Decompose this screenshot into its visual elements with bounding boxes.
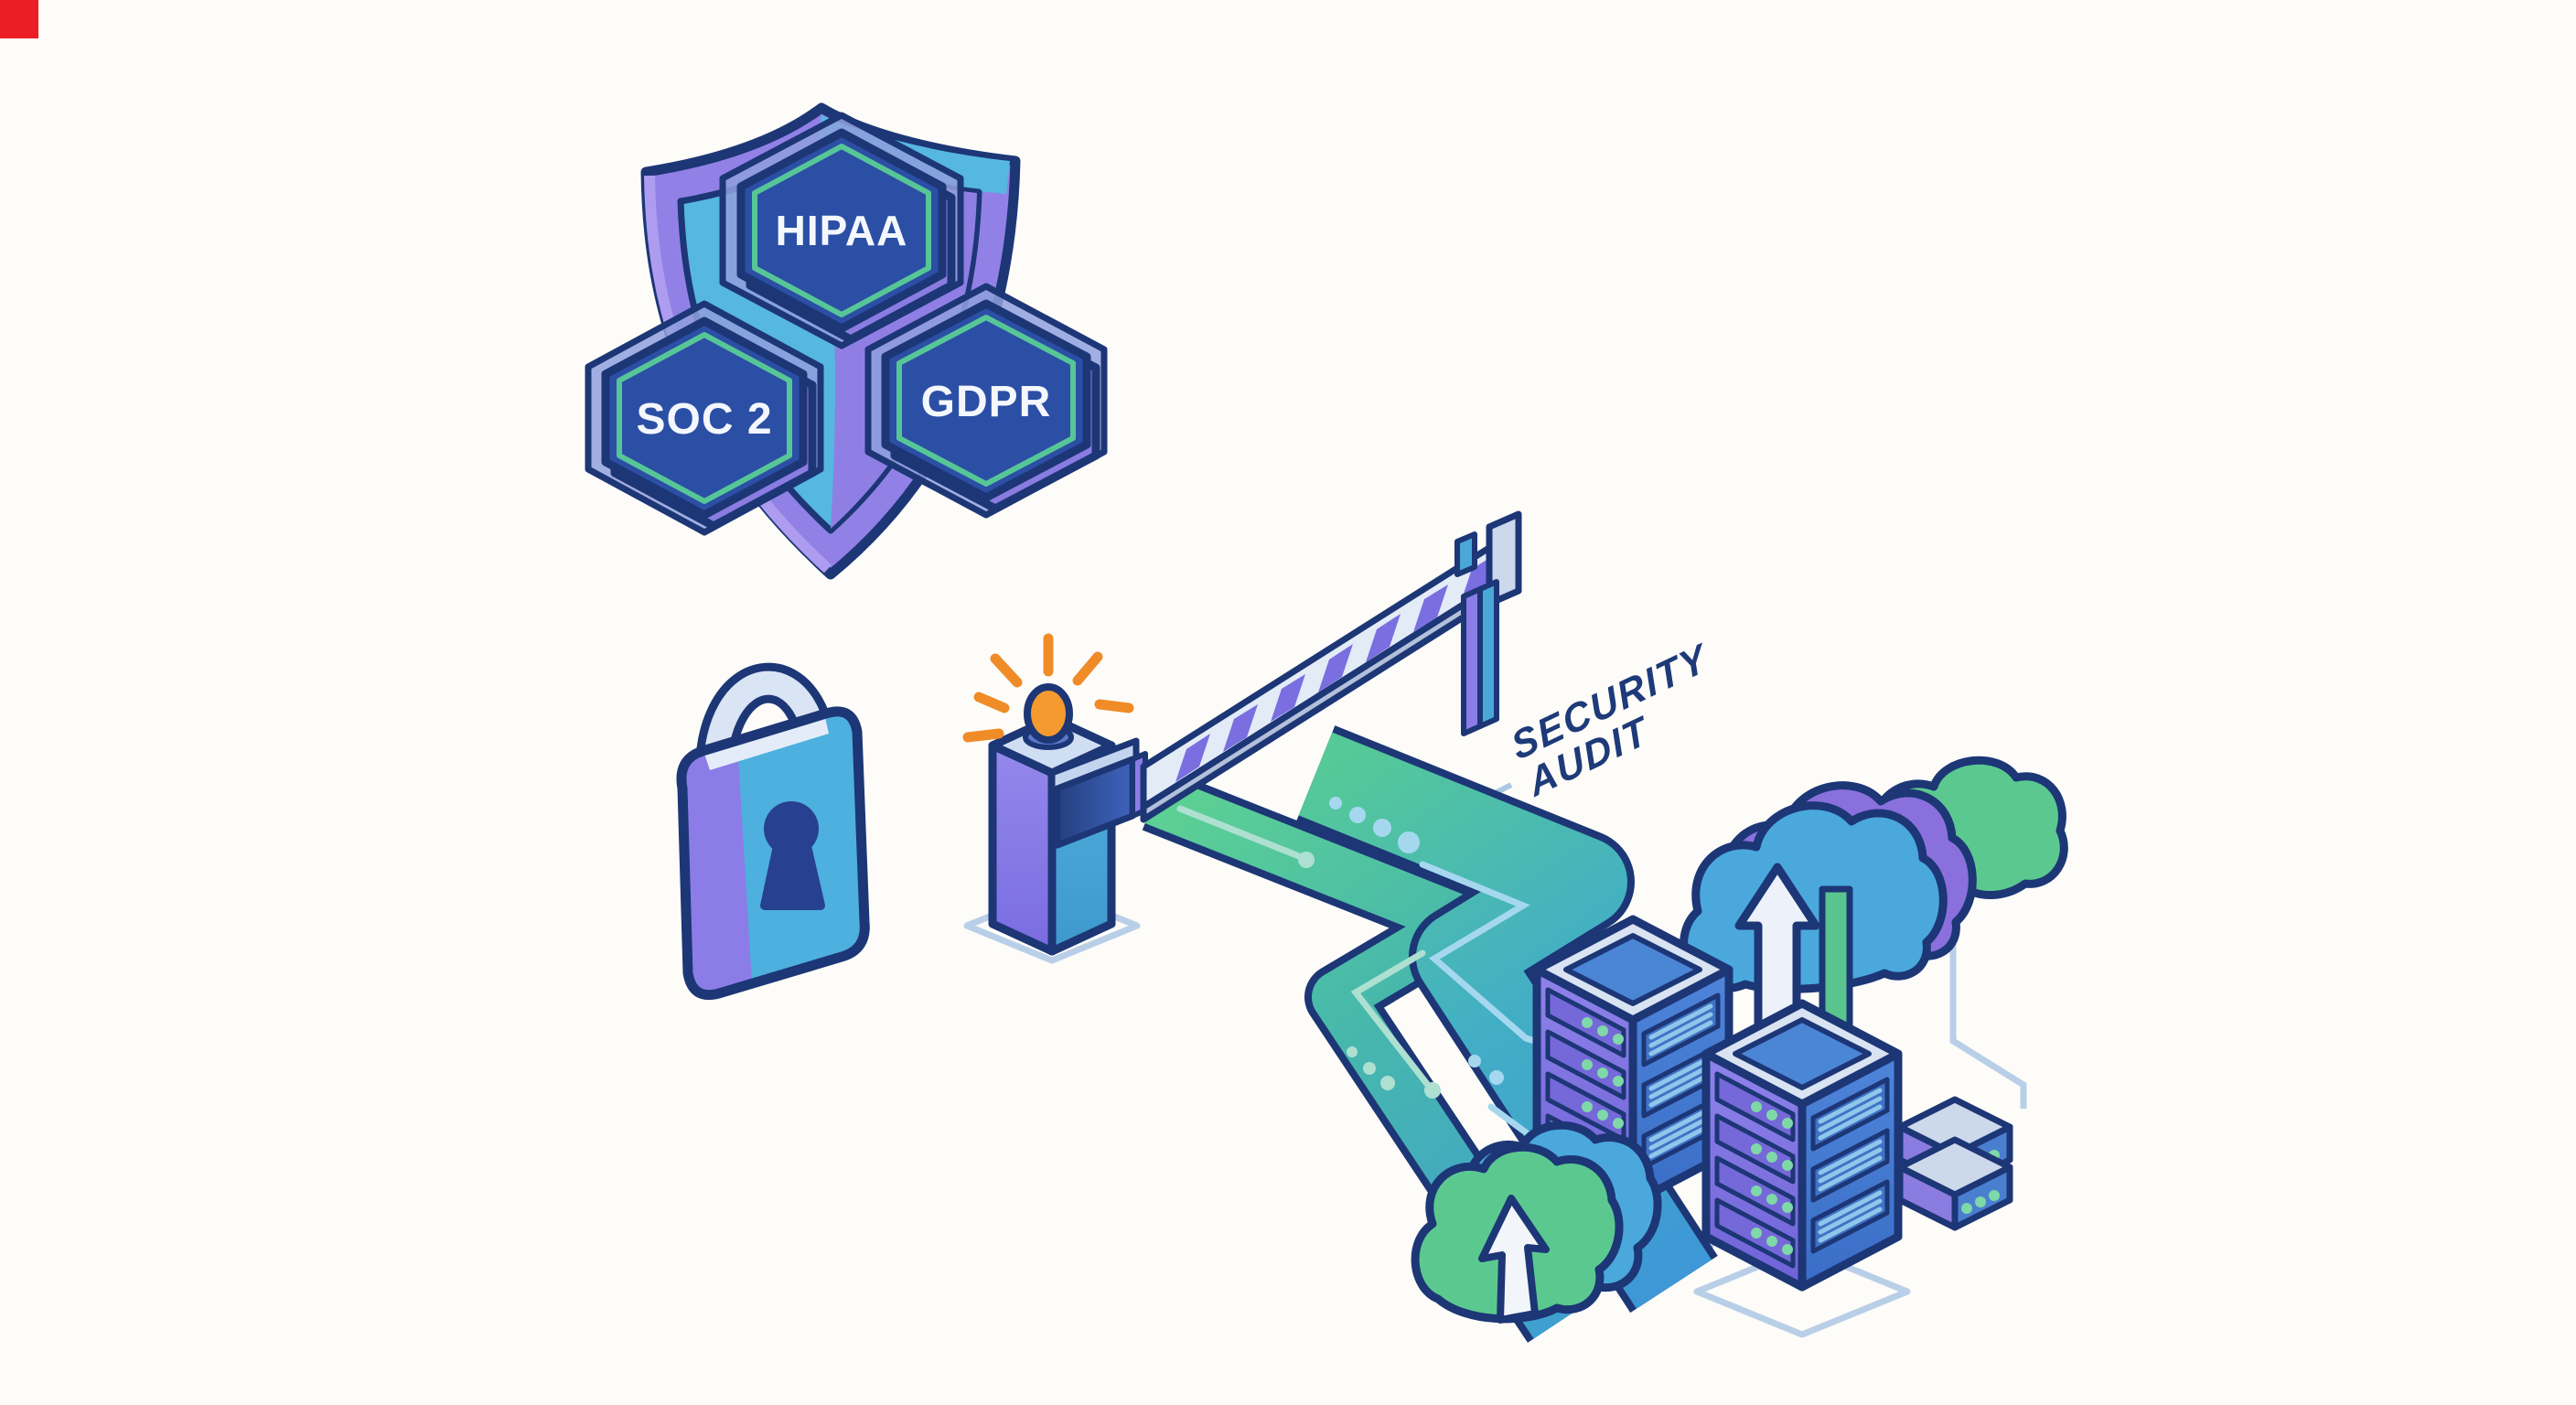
server-rack-right xyxy=(1706,1003,1898,1287)
gdpr-label: GDPR xyxy=(921,378,1052,426)
keyhole-icon xyxy=(760,801,825,910)
barrier-arm xyxy=(1140,510,1522,823)
security-gate xyxy=(962,510,1522,956)
security-audit-label: SECURITY AUDIT xyxy=(1506,630,1738,808)
red-corner-marker xyxy=(0,0,38,38)
upload-arrow-icon xyxy=(1478,1195,1550,1324)
cloud-front-icon xyxy=(1684,806,1944,990)
hipaa-badge: HIPAA xyxy=(719,112,964,349)
padlock-icon xyxy=(676,662,870,1001)
gdpr-badge: GDPR xyxy=(864,283,1108,519)
gate-post xyxy=(988,741,1057,956)
svg-text:SECURITY AUDIT: SECURITY AUDIT xyxy=(1506,630,1738,808)
storage-stack xyxy=(1900,1099,2010,1228)
connector-line-cloud-storage xyxy=(1949,871,2027,1109)
compliance-shield: HIPAA SOC 2 GDPR xyxy=(585,102,1108,580)
hipaa-label: HIPAA xyxy=(776,207,908,254)
beacon-light-icon xyxy=(1024,683,1073,744)
beacon-rays xyxy=(962,633,1134,743)
soc2-label: SOC 2 xyxy=(636,395,772,444)
cloud-upload-bottom xyxy=(1415,1125,1658,1324)
soc2-badge: SOC 2 xyxy=(585,300,824,536)
